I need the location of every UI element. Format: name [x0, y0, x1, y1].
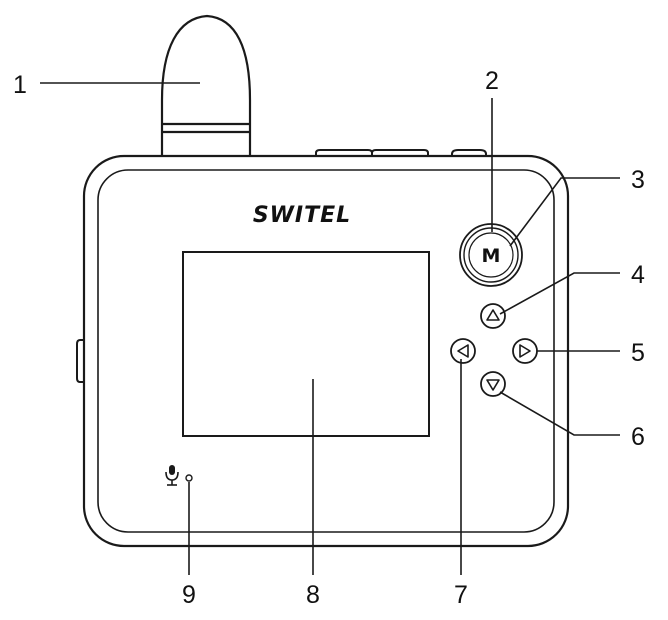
nav-left-button[interactable]	[450, 338, 476, 364]
arrow-down-icon	[486, 379, 500, 391]
callout-9: 9	[182, 581, 196, 609]
leader-line-6	[499, 391, 620, 436]
callout-4: 4	[631, 261, 645, 289]
callout-6: 6	[631, 423, 645, 451]
callout-labels: 1 2 3 4 5 6 7 8 9	[13, 67, 645, 609]
nav-down-button[interactable]	[480, 371, 506, 397]
antenna	[160, 14, 252, 158]
menu-button-label: M	[482, 245, 501, 267]
microphone-hole	[185, 474, 193, 482]
leader-line-3	[509, 177, 620, 247]
menu-button[interactable]: M	[459, 223, 523, 287]
leader-line-4	[499, 272, 620, 315]
arrow-up-icon	[486, 309, 500, 321]
nav-right-button[interactable]	[512, 338, 538, 364]
microphone-icon	[165, 465, 179, 486]
display-screen	[182, 251, 430, 437]
arrow-left-icon	[457, 344, 469, 358]
arrow-right-icon	[519, 344, 531, 358]
callout-7: 7	[454, 581, 468, 609]
brand-logo: SWITEL	[253, 203, 351, 228]
nav-up-button[interactable]	[480, 303, 506, 329]
callout-5: 5	[631, 339, 645, 367]
callout-2: 2	[485, 67, 499, 95]
callout-8: 8	[306, 581, 320, 609]
callout-1: 1	[13, 71, 27, 99]
leader-lines	[40, 82, 620, 575]
callout-3: 3	[631, 166, 645, 194]
